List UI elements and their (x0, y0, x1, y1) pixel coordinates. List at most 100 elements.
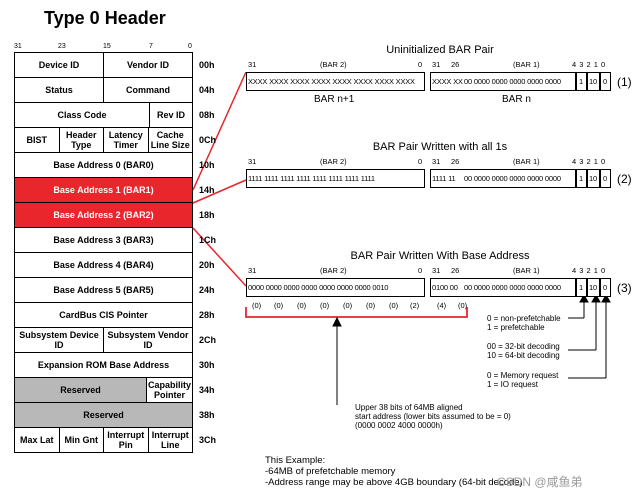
header-title: Type 0 Header (44, 8, 166, 28)
prefetch-bit (576, 278, 587, 297)
bar2-register (246, 169, 425, 188)
bar-name: BAR n+1 (314, 94, 355, 105)
header-cell: Device ID (15, 53, 104, 77)
header-cell: Min Gnt (60, 428, 104, 452)
row-offset: 34h (199, 385, 215, 395)
register-label: (BAR 1) (513, 157, 540, 166)
nibble-value: (2) (410, 301, 420, 310)
prefetch-bit (576, 169, 587, 188)
row-offset: 04h (199, 85, 215, 95)
row-offset: 20h (199, 260, 215, 270)
type-bits (587, 278, 600, 297)
row-offset: 0Ch (199, 135, 217, 145)
register-label: (BAR 1) (513, 266, 540, 275)
io-bit (600, 72, 611, 91)
row-offset: 1Ch (199, 235, 217, 245)
bar1-bits: 00 0000 0000 0000 0000 0000 (464, 77, 561, 86)
example-line: This Example: (265, 455, 326, 466)
bit-label: 4 3 2 1 0 (572, 60, 606, 69)
header-cell: Class Code (15, 103, 151, 127)
bit-label: 26 (451, 266, 460, 275)
header-cell: Reserved (83, 410, 124, 420)
row-offset: 2Ch (199, 335, 217, 345)
row-offset: 10h (199, 160, 215, 170)
bit-label: 31 (432, 60, 441, 69)
row-offset: 30h (199, 360, 215, 370)
row-offset: 00h (199, 60, 215, 70)
row-offset: 08h (199, 110, 215, 120)
header-cell: BIST (15, 128, 60, 152)
bit-label: 31 (432, 266, 441, 275)
legend-line: 0 = Memory request (487, 371, 559, 380)
header-cell: Base Address 4 (BAR4) (53, 260, 154, 270)
prefetch-bit (576, 72, 587, 91)
nibble-value: (0) (320, 301, 330, 310)
header-cell: Status (15, 78, 104, 102)
io-bit-value: 0 (603, 283, 607, 292)
connector-line (192, 179, 247, 204)
type-bits-value: 10 (589, 283, 597, 292)
header-cell: Cache Line Size (150, 130, 190, 150)
header-cell: Vendor ID (126, 60, 169, 70)
section-title: BAR Pair Written With Base Address (350, 250, 530, 262)
legend-line: 1 = prefetchable (487, 323, 545, 332)
type-bits (587, 72, 600, 91)
bit-label: 4 3 2 1 0 (572, 157, 606, 166)
example-line: -64MB of prefetchable memory (265, 466, 396, 477)
header-cell: Interrupt Pin (104, 428, 149, 452)
header-cell: Command (125, 85, 170, 95)
decoding-legend: 00 = 32-bit decoding 10 = 64-bit decodin… (487, 342, 560, 360)
row-offset: 38h (199, 410, 215, 420)
bit-label: 0 (418, 60, 423, 69)
legend-line: 10 = 64-bit decoding (487, 351, 560, 360)
bar1-high-bits: XXXX XX (432, 77, 463, 86)
io-bit (600, 278, 611, 297)
prefetch-legend: 0 = non-prefetchable 1 = prefetchable (487, 314, 561, 332)
nibble-value: (0) (297, 301, 307, 310)
bit-label: 31 (248, 60, 257, 69)
header-cell: Subsystem Vendor ID (107, 330, 189, 350)
bit-number: 7 (149, 43, 153, 50)
legend-line: 00 = 32-bit decoding (487, 342, 560, 351)
register-label: (BAR 2) (320, 157, 347, 166)
step-number: (1) (617, 75, 632, 89)
nibble-value: (0) (252, 301, 262, 310)
bar2-bits: 0000 0000 0000 0000 0000 0000 0000 0010 (248, 283, 389, 292)
bit-label: 0 (418, 157, 423, 166)
bar1-bits: 00 0000 0000 0000 0000 0000 (464, 283, 561, 292)
io-bit (600, 169, 611, 188)
bar2-bits: 1111 1111 1111 1111 1111 1111 1111 1111 (248, 174, 375, 183)
header-cell: Header Type (60, 128, 104, 152)
bit-label: 26 (451, 157, 460, 166)
header-cell: CardBus CIS Pointer (59, 310, 148, 320)
type-bits-value: 10 (589, 77, 597, 86)
legend-line: 1 = IO request (487, 380, 538, 389)
note-line: (0000 0002 4000 0000h) (355, 421, 443, 430)
upper-bits-bracket (245, 307, 468, 318)
bit-label: 31 (248, 157, 257, 166)
connector-line (192, 227, 247, 287)
bit-label: 0 (418, 266, 423, 275)
type-bits (587, 169, 600, 188)
bar2-register (246, 72, 425, 91)
io-bit-value: 0 (603, 174, 607, 183)
header-cell: Rev ID (157, 110, 186, 120)
row-offset: 24h (199, 285, 215, 295)
bar-name: BAR n (502, 94, 531, 105)
bar2-bits: XXXX XXXX XXXX XXXX XXXX XXXX XXXX XXXX (248, 77, 415, 86)
register-label: (BAR 1) (513, 60, 540, 69)
header-cell: Base Address 1 (BAR1) (53, 185, 154, 195)
bar1-register (430, 72, 576, 91)
header-cell: Base Address 0 (BAR0) (53, 160, 154, 170)
bit-number: 31 (14, 43, 22, 50)
prefetch-bit-value: 1 (579, 174, 583, 183)
step-number: (2) (617, 172, 632, 186)
section-title: BAR Pair Written with all 1s (372, 141, 508, 153)
bar1-register (430, 169, 576, 188)
nibble-value: (0) (366, 301, 376, 310)
nibble-value: (0) (458, 301, 468, 310)
header-cell: Expansion ROM Base Address (37, 360, 170, 370)
